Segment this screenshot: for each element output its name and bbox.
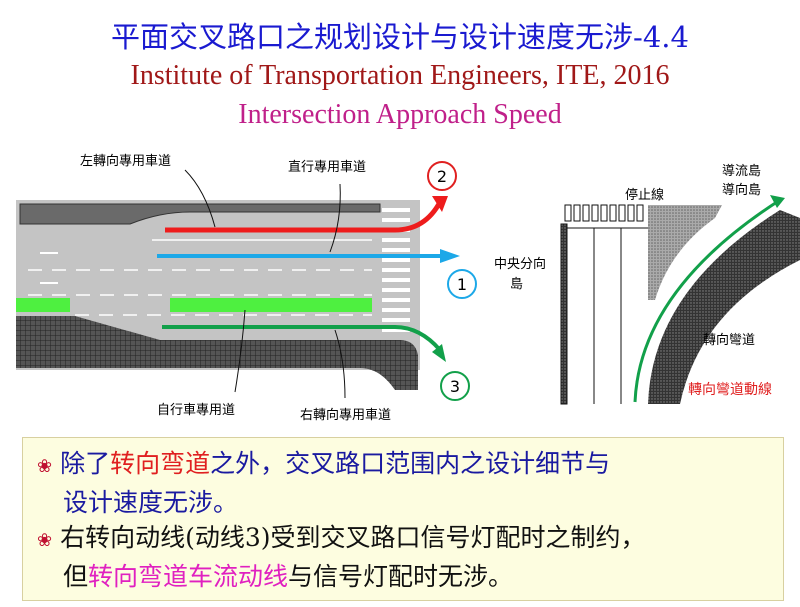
bullet-1: ❀ 除了转向弯道之外，交叉路口范围内之设计细节与 设计速度无涉。 <box>37 446 610 521</box>
text: 设计速度无涉。 <box>63 488 239 517</box>
highlight-text: 转向弯道 <box>110 449 211 478</box>
label-turning-ramp: 轉向彎道 <box>703 332 755 348</box>
right-ramp-diagram: 中央分向 島 停止線 導流島 導向島 轉向彎道 轉向彎道動線 <box>494 164 800 405</box>
rose-bullet-icon: ❀ <box>37 456 53 477</box>
right-turn-flow-line <box>162 325 442 352</box>
turning-ramp-flow-line <box>633 198 781 403</box>
label-directional-island: 導向島 <box>722 182 761 198</box>
label-bike-lane: 自行車專用道 <box>157 403 235 418</box>
text: 右转向动线(动线3)受到交叉路口信号灯配时之制约， <box>60 523 646 552</box>
text: 与信号灯配时无涉。 <box>288 562 514 591</box>
label-stop-line: 停止線 <box>625 187 664 203</box>
marker-1-label: 1 <box>457 275 467 294</box>
text: 除了 <box>60 449 111 478</box>
label-turning-ramp-flow: 轉向彎道動線 <box>688 382 772 398</box>
label-left-turn-lane: 左轉向專用車道 <box>80 153 171 169</box>
intersection-diagrams: 左轉向專用車道 直行專用車道 自行車專用道 右轉向專用車道 2 1 3 中央分向… <box>16 153 800 423</box>
text: 之外，交叉路口范围内之设计细节与 <box>210 449 611 478</box>
label-right-turn-lane: 右轉向專用車道 <box>300 407 391 423</box>
slide-subtitle-topic: Intersection Approach Speed <box>238 99 562 130</box>
marker-3-label: 3 <box>450 377 460 396</box>
label-channelizing-island: 導流島 <box>722 164 761 179</box>
left-lane-diagram: 左轉向專用車道 直行專用車道 自行車專用道 右轉向專用車道 2 1 3 <box>16 153 477 423</box>
label-median-island: 島 <box>510 277 523 292</box>
bullet-2: ❀ 右转向动线(动线3)受到交叉路口信号灯配时之制约， 但转向弯道车流动线与信号灯… <box>37 520 646 595</box>
bullet-box: ❀ 除了转向弯道之外，交叉路口范围内之设计细节与 设计速度无涉。 ❀ 右转向动线(动… <box>22 437 784 601</box>
slide-title: 平面交叉路口之规划设计与设计速度无涉-4.4 <box>111 20 689 54</box>
label-through-lane: 直行專用車道 <box>288 160 366 175</box>
rose-bullet-icon: ❀ <box>37 530 53 551</box>
marker-3 <box>440 371 470 401</box>
label-median: 中央分向 <box>494 256 546 272</box>
marker-2 <box>427 161 457 191</box>
bike-lane <box>170 298 372 312</box>
highlight-text: 转向弯道车流动线 <box>88 562 289 591</box>
marker-1 <box>447 269 477 299</box>
slide-subtitle-source: Institute of Transportation Engineers, I… <box>130 60 670 91</box>
marker-2-label: 2 <box>437 167 447 186</box>
text: 但 <box>63 562 89 591</box>
left-turn-flow-line <box>165 200 443 233</box>
